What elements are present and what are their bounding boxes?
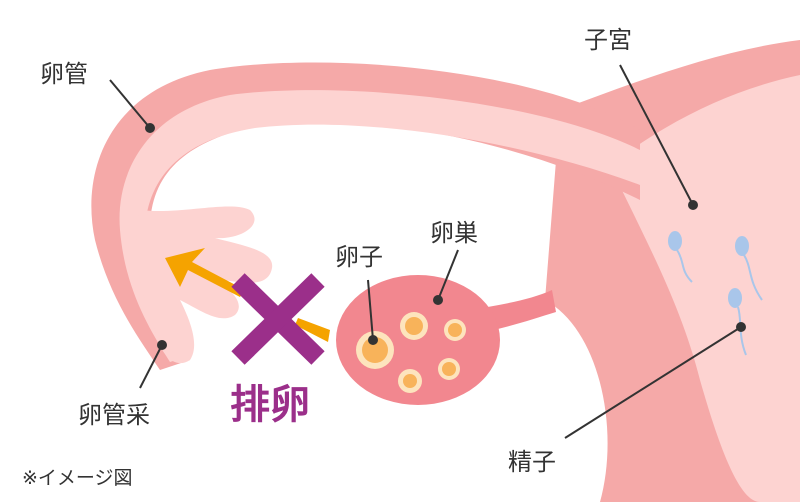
leader-uterus	[619, 64, 694, 206]
label-fallopian-tube: 卵管	[40, 60, 88, 88]
label-egg: 卵子	[335, 243, 383, 271]
label-ovary: 卵巣	[430, 219, 478, 247]
label-uterus: 子宮	[584, 26, 632, 54]
leader-sperm	[564, 326, 742, 439]
sperm-icons	[668, 231, 763, 356]
label-ovulation: 排卵	[230, 382, 310, 428]
leader-egg	[367, 279, 374, 341]
leader-ovary	[437, 249, 459, 301]
label-fimbriae: 卵管采	[78, 401, 150, 429]
note-illustration: ※イメージ図	[22, 467, 133, 489]
ovulation-arrow	[165, 248, 330, 342]
cross-icon	[231, 273, 325, 365]
fimbriae	[135, 206, 273, 364]
leader-fallopian-tube	[109, 79, 151, 129]
eggs	[356, 312, 466, 393]
leader-fimbriae	[139, 344, 163, 389]
label-sperm: 精子	[508, 448, 556, 476]
uterus-cavity	[610, 75, 800, 502]
